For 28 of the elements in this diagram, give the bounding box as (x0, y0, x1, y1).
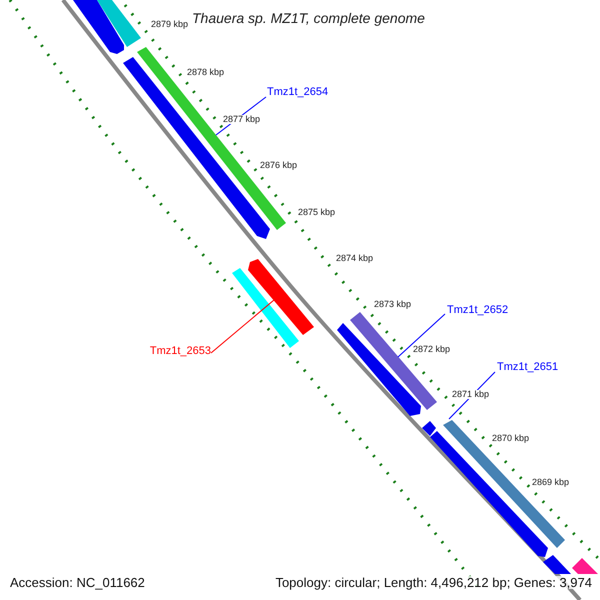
gene-feature (232, 268, 299, 348)
gene-feature (350, 312, 437, 410)
tick-label: 2878 kbp (186, 68, 226, 77)
genome-info-text: Topology: circular; Length: 4,496,212 bp; Genes: 3,974 (275, 576, 592, 589)
gene-feature (543, 555, 571, 574)
tick-label: 2877 kbp (222, 115, 262, 124)
gene-feature (73, 0, 124, 54)
leader-line (398, 314, 446, 358)
tick-label: 2879 kbp (150, 20, 190, 29)
tick-label: 2876 kbp (259, 161, 298, 170)
tick-label: 2875 kbp (297, 208, 336, 217)
leader-line (210, 300, 274, 354)
accession-text: Accession: NC_011662 (10, 576, 145, 589)
gene-label: Tmz1t_2653 (150, 346, 211, 357)
gene-label: Tmz1t_2652 (447, 305, 508, 316)
gene-feature (572, 558, 598, 574)
tick-label: 2873 kbp (373, 300, 412, 309)
gene-label: Tmz1t_2651 (497, 362, 558, 373)
tick-label: 2872 kbp (412, 345, 452, 354)
gene-feature (97, 0, 141, 47)
tick-label: 2870 kbp (491, 434, 530, 443)
tick-label: 2871 kbp (451, 390, 490, 399)
gene-feature (248, 259, 314, 335)
tick-label: 2874 kbp (335, 254, 374, 263)
title: Thauera sp. MZ1T, complete genome (192, 11, 425, 25)
gene-label: Tmz1t_2654 (267, 87, 328, 98)
tick-label: 2869 kbp (531, 478, 570, 487)
gene-feature (422, 421, 436, 436)
